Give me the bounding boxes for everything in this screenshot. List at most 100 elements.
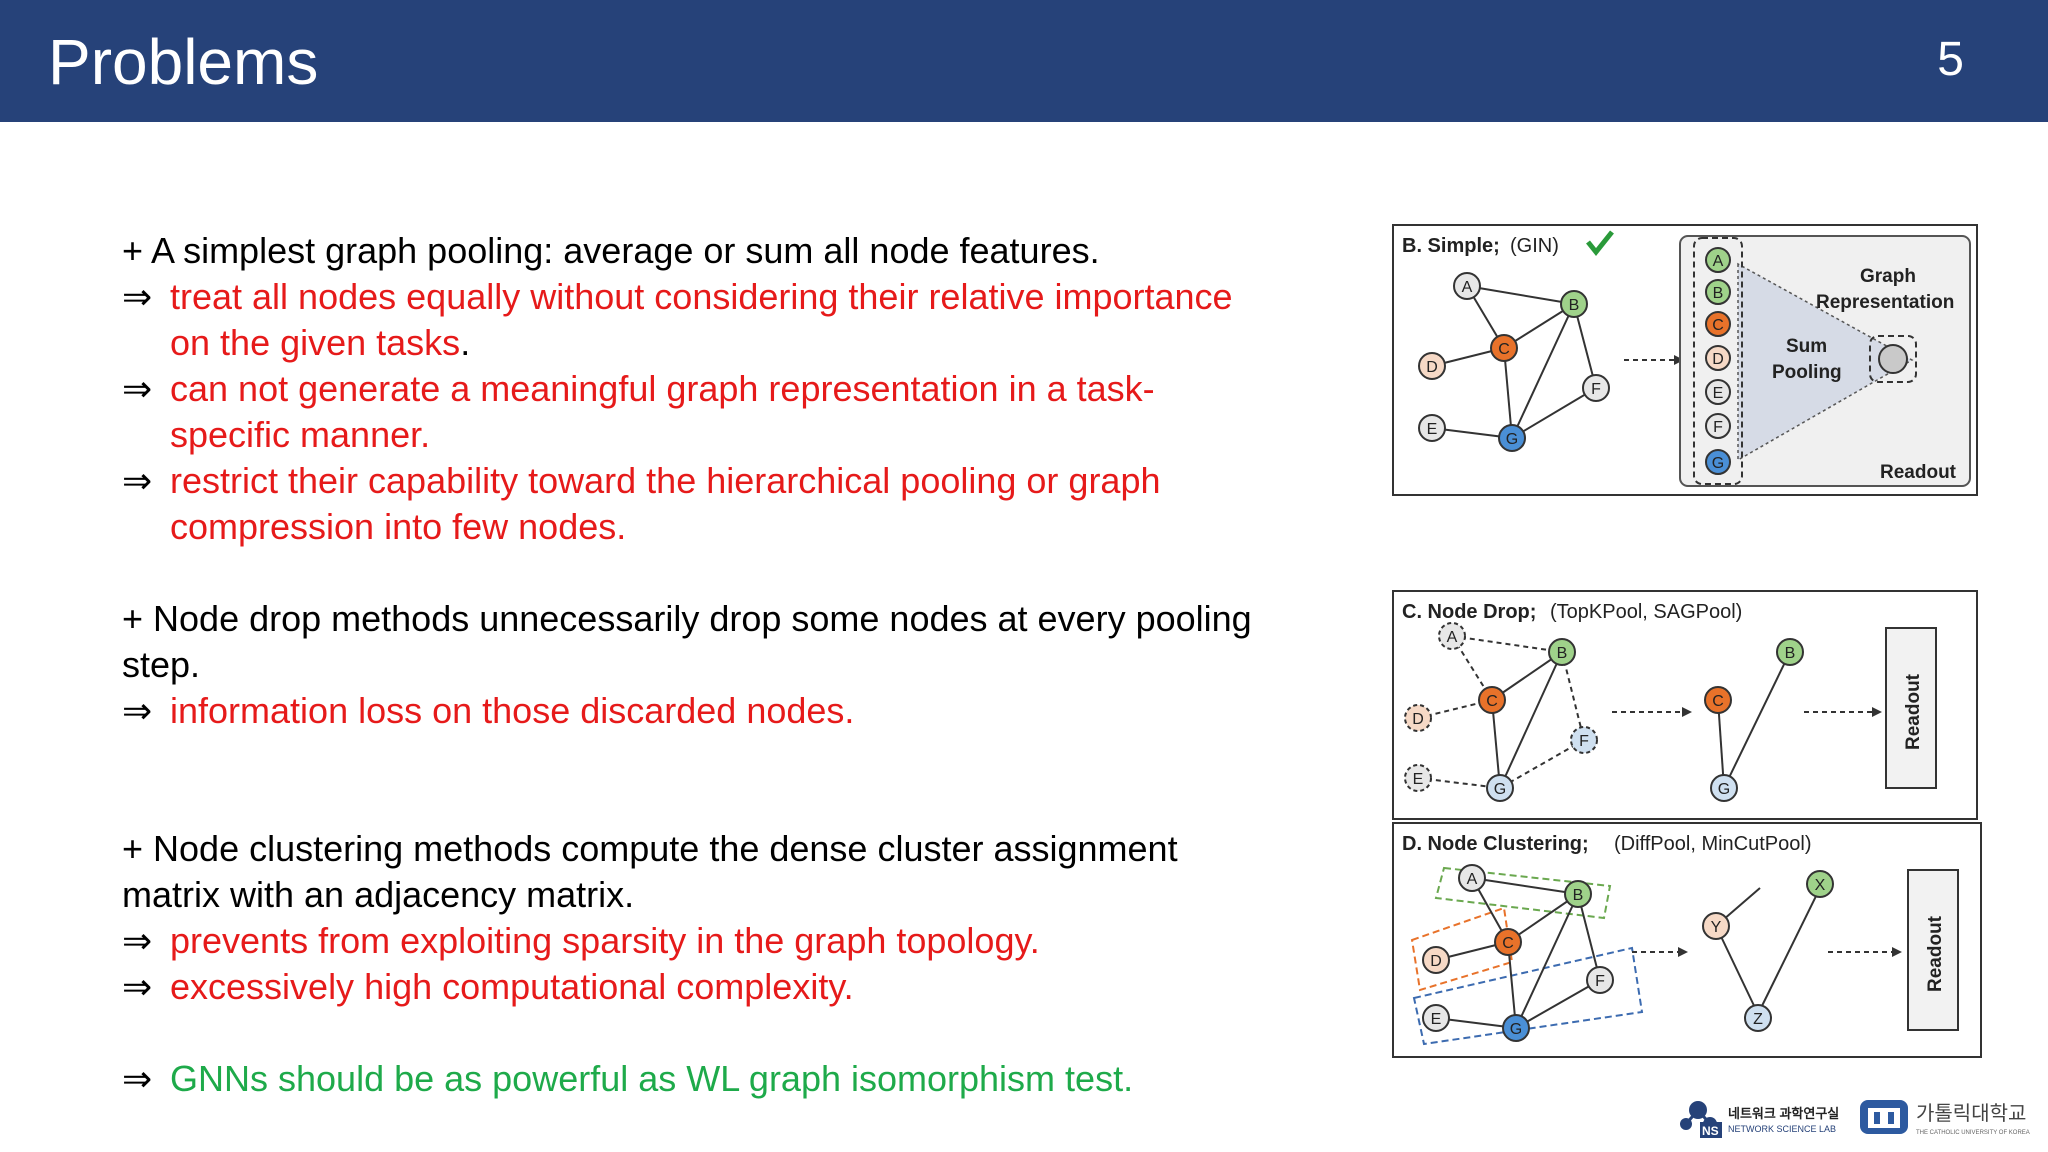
sub-point: ⇒prevents from exploiting sparsity in th… bbox=[122, 918, 1352, 964]
sub-point-cont: compression into few nodes. bbox=[170, 506, 627, 547]
graph-node-label: C bbox=[1712, 317, 1724, 334]
graph-node-label: Y bbox=[1711, 919, 1722, 936]
graph-node-f bbox=[1582, 374, 1610, 402]
figure-b-title: B. Simple; bbox=[1402, 235, 1500, 257]
graph-node-label: A bbox=[1467, 871, 1478, 888]
implies-arrow: ⇒ bbox=[122, 920, 153, 961]
svg-text:Representation: Representation bbox=[1816, 292, 1954, 313]
graph-node-label: F bbox=[1595, 973, 1605, 990]
sub-point: ⇒information loss on those discarded nod… bbox=[122, 688, 1352, 734]
graph-node-label: G bbox=[1718, 781, 1730, 798]
sub-point: ⇒can not generate a meaningful graph rep… bbox=[122, 366, 1352, 412]
svg-text:NETWORK SCIENCE LAB: NETWORK SCIENCE LAB bbox=[1728, 1124, 1836, 1134]
graph-node-label: D bbox=[1712, 351, 1724, 368]
sub-point-cont: on the given tasks. bbox=[170, 322, 471, 363]
graph-node-label: D bbox=[1426, 359, 1438, 376]
graph-node-label: C bbox=[1712, 693, 1724, 710]
graph-node-label: A bbox=[1447, 629, 1458, 646]
graph-node-f bbox=[1705, 413, 1731, 439]
graph-node-b bbox=[1776, 638, 1804, 666]
figure-c-title: C. Node Drop; bbox=[1402, 601, 1536, 623]
graph-node-b bbox=[1705, 279, 1731, 305]
sub-point: ⇒excessively high computational complexi… bbox=[122, 964, 1352, 1010]
svg-text:NS: NS bbox=[1702, 1124, 1719, 1138]
catholic-university-logo: 가톨릭대학교 THE CATHOLIC UNIVERSITY OF KOREA bbox=[1860, 1100, 2030, 1136]
graph-node-label: D bbox=[1430, 953, 1442, 970]
svg-text:(GIN): (GIN) bbox=[1510, 235, 1559, 257]
graph-node-a bbox=[1705, 247, 1731, 273]
graph-node-c bbox=[1490, 334, 1518, 362]
graph-node-d bbox=[1418, 352, 1446, 380]
implies-arrow: ⇒ bbox=[122, 690, 153, 731]
graph-node-c bbox=[1705, 311, 1731, 337]
graph-node-g bbox=[1498, 424, 1526, 452]
figure-node-clustering: D. Node Clustering; (DiffPool, MinCutPoo… bbox=[1392, 822, 1982, 1058]
svg-text:가톨릭대학교: 가톨릭대학교 bbox=[1916, 1102, 2026, 1125]
graph-node-g bbox=[1502, 1014, 1530, 1042]
svg-text:Graph: Graph bbox=[1860, 266, 1916, 287]
network-science-lab-logo: NS 네트워크 과학연구실 NETWORK SCIENCE LAB bbox=[1680, 1101, 1839, 1138]
graph-node-e bbox=[1404, 764, 1432, 792]
footer-logos: NS 네트워크 과학연구실 NETWORK SCIENCE LAB 가톨릭대학교… bbox=[1676, 1096, 2038, 1140]
graph-node-f bbox=[1586, 966, 1614, 994]
svg-text:(DiffPool, MinCutPool): (DiffPool, MinCutPool) bbox=[1614, 833, 1811, 855]
graph-node-e bbox=[1422, 1004, 1450, 1032]
svg-text:Readout: Readout bbox=[1903, 673, 1924, 750]
bullet-node-drop-cont: step. bbox=[122, 644, 201, 685]
graph-node-c bbox=[1478, 686, 1506, 714]
graph-node-label: B bbox=[1573, 887, 1584, 904]
graph-node-label: D bbox=[1412, 711, 1424, 728]
graph-node-a bbox=[1458, 864, 1486, 892]
graph-node-d bbox=[1705, 345, 1731, 371]
graph-node-a bbox=[1438, 622, 1466, 650]
sub-point: ⇒treat all nodes equally without conside… bbox=[122, 274, 1352, 320]
graph-node-e bbox=[1418, 414, 1446, 442]
graph-node-label: B bbox=[1785, 645, 1796, 662]
graph-node-label: B bbox=[1569, 297, 1580, 314]
graph-node-y bbox=[1702, 912, 1730, 940]
graph-node-label: E bbox=[1413, 771, 1424, 788]
graph-node-e bbox=[1705, 379, 1731, 405]
svg-text:Readout: Readout bbox=[1880, 462, 1957, 483]
slide-body: + A simplest graph pooling: average or s… bbox=[122, 228, 1352, 1102]
graph-node-c bbox=[1494, 928, 1522, 956]
implies-arrow: ⇒ bbox=[122, 1058, 153, 1099]
graph-node-g bbox=[1486, 774, 1514, 802]
page-number: 5 bbox=[1937, 33, 1964, 86]
slide-title: Problems bbox=[48, 26, 319, 98]
graph-node-label: G bbox=[1510, 1021, 1522, 1038]
graph-node-d bbox=[1422, 946, 1450, 974]
conclusion: ⇒GNNs should be as powerful as WL graph … bbox=[122, 1056, 1352, 1102]
graph-node-label: E bbox=[1431, 1011, 1442, 1028]
graph-node-g bbox=[1705, 449, 1731, 475]
implies-arrow: ⇒ bbox=[122, 368, 153, 409]
sub-point-cont: specific manner. bbox=[170, 414, 431, 455]
svg-text:Sum: Sum bbox=[1786, 336, 1827, 357]
figure-d-title: D. Node Clustering; bbox=[1402, 833, 1589, 855]
svg-text:Pooling: Pooling bbox=[1772, 362, 1842, 383]
graph-node-label: E bbox=[1713, 385, 1724, 402]
graph-node-b bbox=[1548, 638, 1576, 666]
graph-node-label: F bbox=[1579, 733, 1589, 750]
graph-node-b bbox=[1564, 880, 1592, 908]
graph-node-label: X bbox=[1815, 877, 1826, 894]
graph-node-z bbox=[1744, 1004, 1772, 1032]
svg-text:(TopKPool, SAGPool): (TopKPool, SAGPool) bbox=[1550, 601, 1742, 623]
graph-node-label: A bbox=[1713, 253, 1724, 270]
implies-arrow: ⇒ bbox=[122, 276, 153, 317]
implies-arrow: ⇒ bbox=[122, 966, 153, 1007]
graph-node-label: F bbox=[1591, 381, 1601, 398]
graph-node-label: E bbox=[1427, 421, 1438, 438]
graph-node-label: C bbox=[1498, 341, 1510, 358]
graph-node-label: F bbox=[1713, 419, 1723, 436]
svg-text:네트워크 과학연구실: 네트워크 과학연구실 bbox=[1728, 1106, 1839, 1121]
implies-arrow: ⇒ bbox=[122, 460, 153, 501]
graph-node-label: C bbox=[1486, 693, 1498, 710]
title-bar: Problems 5 bbox=[0, 0, 2048, 122]
graph-node-label: C bbox=[1502, 935, 1514, 952]
sub-point: ⇒restrict their capability toward the hi… bbox=[122, 458, 1352, 504]
bullet-node-clustering-cont: matrix with an adjacency matrix. bbox=[122, 874, 635, 915]
graph-node-label: Z bbox=[1753, 1011, 1763, 1028]
graph-node-a bbox=[1453, 272, 1481, 300]
graph-node-c bbox=[1704, 686, 1732, 714]
